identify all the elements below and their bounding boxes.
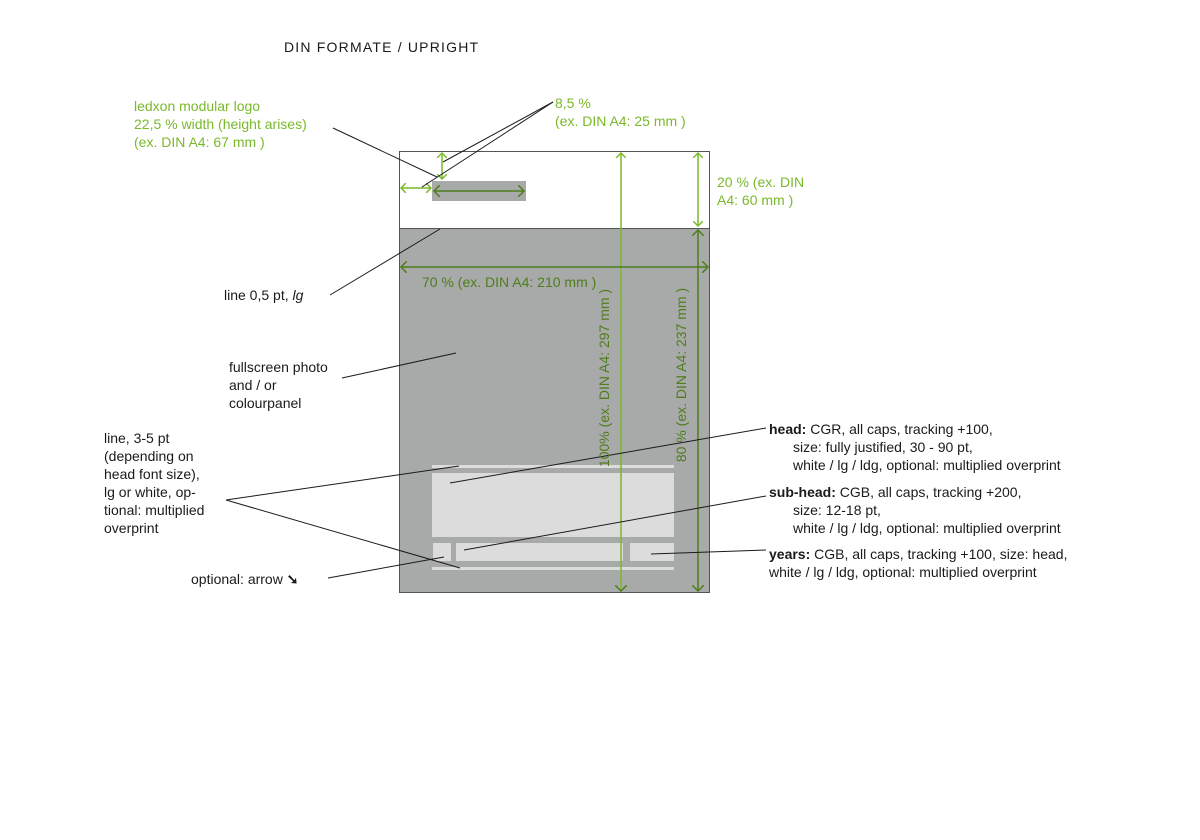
thick-line-1: line, 3-5 pt	[104, 430, 170, 446]
page-title: DIN FORMATE / UPRIGHT	[284, 39, 480, 55]
width-label: 70 % (ex. DIN A4: 210 mm )	[422, 274, 596, 290]
logo-line-1: ledxon modular logo	[134, 98, 261, 114]
arrow-text: optional: arrow	[191, 571, 283, 587]
top-band-line-2: A4: 60 mm )	[717, 192, 794, 208]
head-box	[432, 473, 674, 537]
thick-line-4: lg or white, op-	[104, 484, 196, 500]
top-band-annotation: 20 % (ex. DIN A4: 60 mm )	[717, 173, 804, 209]
thick-line-2: (depending on	[104, 448, 194, 464]
subhead-line-1: CGB, all caps, tracking +200,	[835, 484, 1022, 500]
full-height-label: 100% (ex. DIN A4: 297 mm )	[596, 289, 612, 467]
top-rule	[432, 465, 674, 468]
head-label: head:	[769, 421, 807, 437]
subhead-box	[456, 543, 623, 561]
head-line-2: size: fully justified, 30 - 90 pt,	[793, 439, 973, 455]
thick-line-3: head font size),	[104, 466, 200, 482]
head-line-3: white / lg / ldg, optional: multiplied o…	[793, 457, 1061, 473]
thin-line-text: line 0,5 pt,	[224, 287, 293, 303]
leader-lines	[225, 101, 767, 579]
photo-line-3: colourpanel	[229, 395, 302, 411]
years-line-2: white / lg / ldg, optional: multiplied o…	[769, 564, 1037, 580]
thick-line-5: tional: multiplied	[104, 502, 205, 518]
margin-line-2: (ex. DIN A4: 25 mm )	[555, 113, 686, 129]
logo-annotation: ledxon modular logo 22,5 % width (height…	[134, 97, 307, 151]
photo-annotation: fullscreen photo and / or colourpanel	[229, 358, 328, 412]
years-label: years:	[769, 546, 811, 562]
subhead-annotation: sub-head: CGB, all caps, tracking +200, …	[769, 483, 1061, 537]
arrow-icon: ➘	[286, 571, 299, 587]
logo-line-3: (ex. DIN A4: 67 mm )	[134, 134, 265, 150]
thin-line-italic: lg	[292, 287, 304, 303]
photo-line-2: and / or	[229, 377, 277, 393]
top-band-line-1: 20 % (ex. DIN	[717, 174, 805, 190]
subhead-line-3: white / lg / ldg, optional: multiplied o…	[793, 520, 1061, 536]
head-annotation: head: CGR, all caps, tracking +100, size…	[769, 420, 1061, 474]
arrow-box	[433, 543, 451, 561]
thick-line-annotation: line, 3-5 pt (depending on head font siz…	[104, 429, 204, 537]
arrow-annotation: optional: arrow ➘	[191, 570, 298, 588]
bottom-rule	[432, 567, 674, 570]
thin-line-annotation: line 0,5 pt, lg	[224, 286, 303, 304]
thick-line-6: overprint	[104, 520, 159, 536]
margin-line-1: 8,5 %	[555, 95, 591, 111]
subhead-line-2: size: 12-18 pt,	[793, 502, 881, 518]
years-annotation: years: CGB, all caps, tracking +100, siz…	[769, 545, 1067, 581]
head-line-1: CGR, all caps, tracking +100,	[806, 421, 993, 437]
margin-annotation: 8,5 % (ex. DIN A4: 25 mm )	[555, 94, 686, 130]
years-box	[630, 543, 674, 561]
panel-height-label: 80 % (ex. DIN A4: 237 mm )	[673, 288, 689, 462]
logo-line-2: 22,5 % width (height arises)	[134, 116, 307, 132]
years-line-1: CGB, all caps, tracking +100, size: head…	[810, 546, 1068, 562]
photo-line-1: fullscreen photo	[229, 359, 328, 375]
subhead-label: sub-head:	[769, 484, 836, 500]
